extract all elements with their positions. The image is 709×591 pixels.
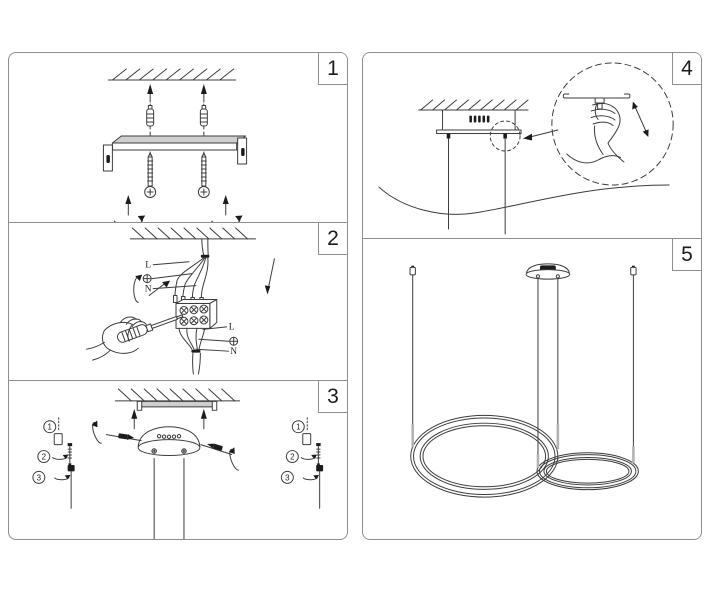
panel-4-illustration: [378, 62, 674, 235]
rotate-arrow-icon: [113, 195, 146, 222]
step-3-item: 3: [280, 464, 324, 509]
panel-3-illustration: 1 2: [32, 388, 324, 539]
magnified-cable-lock: [562, 93, 631, 110]
canopy: [137, 426, 201, 457]
step-1-item: 1: [43, 417, 63, 446]
panel-5-illustration: [409, 263, 639, 498]
side-screw-right: [200, 443, 239, 471]
ceiling-hatch-icon: [114, 388, 241, 402]
screw-icon: [144, 152, 157, 198]
panel-2-illustration: L N: [86, 227, 275, 375]
suspension-cables: [447, 138, 506, 235]
suspension-cables: [153, 458, 185, 539]
pendant-ring-small: [536, 452, 639, 491]
up-arrow-icon: [147, 84, 154, 103]
panel-number: 5: [681, 242, 693, 266]
detail-callout-circle: [489, 120, 521, 152]
left-column: 1: [8, 52, 348, 540]
step-1-number: 1: [296, 423, 301, 432]
step-3-number: 3: [37, 473, 42, 482]
step-2-item: 2: [37, 443, 73, 468]
line-label: L: [229, 322, 235, 332]
step-1-number: 1: [48, 423, 53, 432]
ceiling-hatch-icon: [107, 68, 237, 81]
panel-number-box: 3: [318, 380, 347, 413]
wall-anchor-icon: [146, 105, 155, 127]
ceiling-hatch-icon: [418, 99, 529, 111]
mains-cable: [173, 238, 210, 305]
ground-icon: [142, 274, 152, 284]
panel-step-5: 5: [363, 238, 701, 539]
right-column: 4: [362, 52, 702, 540]
suspension-cables: [412, 274, 634, 456]
step-2-number: 2: [290, 453, 295, 462]
panel-number-box: 2: [318, 222, 347, 255]
panel-number: 2: [327, 226, 339, 250]
down-arrow-icon: [264, 258, 275, 295]
line-label: L: [145, 261, 151, 271]
hand-icon: [566, 102, 625, 164]
panel-number: 1: [327, 56, 339, 80]
step-1-item: 1: [291, 417, 312, 446]
neutral-label: N: [145, 285, 152, 295]
break-wave-line: [378, 184, 670, 215]
neutral-label: N: [230, 347, 237, 357]
mounted-bracket: [136, 400, 218, 411]
rotate-arrow-icon: [133, 274, 171, 303]
panel-step-2: L N: [9, 222, 347, 380]
magnifier-circle: [551, 62, 674, 186]
panel-number-box: 4: [672, 53, 701, 85]
steps-left: 1 2: [32, 417, 75, 509]
callout-arrow-icon: [523, 129, 559, 141]
panel-step-3: 1 2: [9, 380, 347, 539]
lamp-wires: [178, 327, 206, 375]
canopy: [525, 263, 571, 280]
panel-number-box: 5: [672, 238, 701, 271]
panel-step-1: 1: [9, 53, 347, 222]
ground-icon: [229, 336, 239, 346]
side-screw-left: [91, 420, 142, 444]
step-3-item: 3: [32, 464, 75, 509]
step-3-number: 3: [285, 473, 290, 482]
ceiling-hatch-icon: [129, 227, 257, 240]
wire-labels-bottom: L N: [195, 322, 239, 357]
mounting-bracket: [102, 135, 248, 172]
hand-icon: [86, 316, 147, 361]
panel-1-illustration: [102, 68, 248, 222]
steps-right: 1 2: [280, 417, 324, 509]
panel-number: 4: [681, 56, 693, 80]
up-arrow-icon: [131, 408, 138, 430]
step-2-number: 2: [42, 453, 47, 462]
cable-sleeves: [411, 424, 635, 468]
screwdriver-icon: [116, 314, 184, 343]
step-2-item: 2: [285, 443, 321, 468]
panel-number-box: 1: [318, 53, 347, 85]
canopy-side-view: [436, 109, 522, 139]
pendant-ring-large: [410, 414, 559, 498]
panel-step-4: 4: [363, 53, 701, 238]
panel-number: 3: [327, 384, 339, 408]
wire-labels-top: L N: [142, 261, 197, 295]
ceiling-cable-mount: [409, 265, 637, 276]
terminal-block: [175, 299, 218, 329]
adjust-arrow-icon: [632, 101, 649, 137]
